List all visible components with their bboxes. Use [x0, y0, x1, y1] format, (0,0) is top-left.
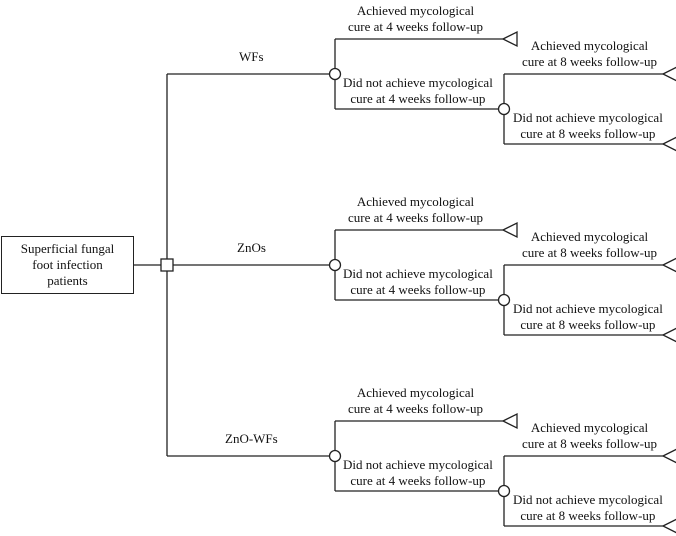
arm-1-treatment-label: WFs [239, 49, 264, 64]
arm-2-achieved-4w-terminal [501, 221, 518, 239]
arm-2-not-achieved-8w-terminal [661, 327, 676, 343]
arm-1-chance-node-1 [328, 67, 342, 81]
arm-3-not-achieved-8w-terminal [661, 518, 676, 534]
arm-1-achieved-4w-terminal [501, 30, 518, 48]
arm-2-chance-node-2 [497, 293, 511, 307]
root-node-box: Superficial fungal foot infection patien… [1, 236, 134, 294]
arm-1-chance-node-2 [497, 102, 511, 116]
arm-3-chance-node-1 [328, 449, 342, 463]
arm-2-chance-node-1 [328, 258, 342, 272]
arm-3-treatment-label: ZnO-WFs [225, 431, 278, 446]
arm-2-treatment-label: ZnOs [237, 240, 266, 255]
decision-node-square [160, 258, 174, 272]
arm-1-not-achieved-8w-terminal [661, 136, 676, 152]
arm-3-achieved-8w-terminal [661, 448, 676, 464]
arm-1-achieved-8w-terminal [661, 66, 676, 82]
arm-3-chance-node-2 [497, 484, 511, 498]
arm-3-achieved-4w-terminal [501, 412, 518, 430]
arm-2-achieved-8w-terminal [661, 257, 676, 273]
